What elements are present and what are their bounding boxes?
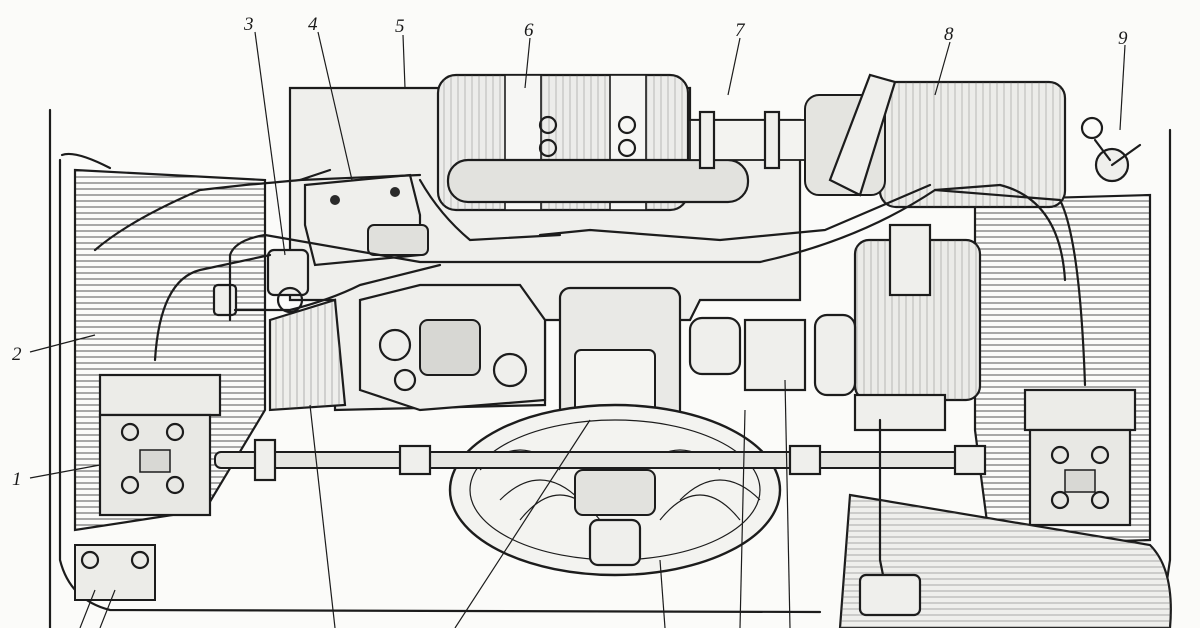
pump-1 bbox=[98, 373, 222, 517]
fitting-9 bbox=[1080, 116, 1142, 183]
label-7: 7 bbox=[735, 20, 746, 41]
pump-right bbox=[1023, 388, 1137, 527]
label-5: 5 bbox=[395, 16, 405, 37]
alternator bbox=[688, 223, 982, 432]
pipes bbox=[93, 168, 1087, 387]
label-6: 6 bbox=[524, 20, 534, 41]
fan-wheel bbox=[448, 403, 782, 577]
gearbox bbox=[358, 283, 547, 412]
label-4: 4 bbox=[308, 14, 318, 35]
callout-labels: 1 2 3 4 5 6 7 8 9 bbox=[12, 14, 1128, 490]
label-1: 1 bbox=[12, 469, 22, 490]
label-2: 2 bbox=[12, 344, 22, 365]
drive-shaft bbox=[214, 438, 987, 482]
label-8: 8 bbox=[944, 24, 954, 45]
generator-8 bbox=[689, 73, 1067, 209]
label-9: 9 bbox=[1118, 28, 1128, 49]
lower-right-tank bbox=[838, 418, 1172, 628]
lower-left-bracket bbox=[74, 544, 156, 601]
label-3: 3 bbox=[243, 14, 254, 35]
air-cleaner-6 bbox=[436, 73, 750, 212]
cone bbox=[268, 298, 347, 412]
pump-4 bbox=[303, 173, 429, 267]
leader-lines bbox=[29, 31, 1126, 628]
